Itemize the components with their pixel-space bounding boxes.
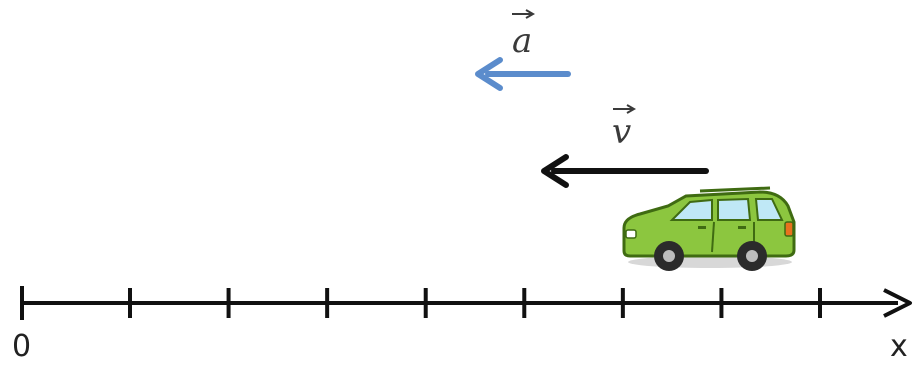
axis-arrowhead-icon xyxy=(883,288,912,318)
car-icon xyxy=(622,186,796,271)
acceleration-overarrow-icon xyxy=(512,9,536,19)
velocity-arrow-icon xyxy=(541,154,709,188)
velocity-overarrow-icon xyxy=(613,104,637,114)
x-axis: 0 x xyxy=(12,286,912,364)
axis-ticks xyxy=(128,288,822,318)
velocity-vector: v xyxy=(541,104,709,188)
axis-x-label: x xyxy=(890,329,908,364)
acceleration-arrow-icon xyxy=(475,57,571,91)
acceleration-vector: a xyxy=(475,9,571,91)
origin-label: 0 xyxy=(12,329,31,364)
acceleration-label: a xyxy=(512,21,532,61)
velocity-label: v xyxy=(612,112,631,152)
